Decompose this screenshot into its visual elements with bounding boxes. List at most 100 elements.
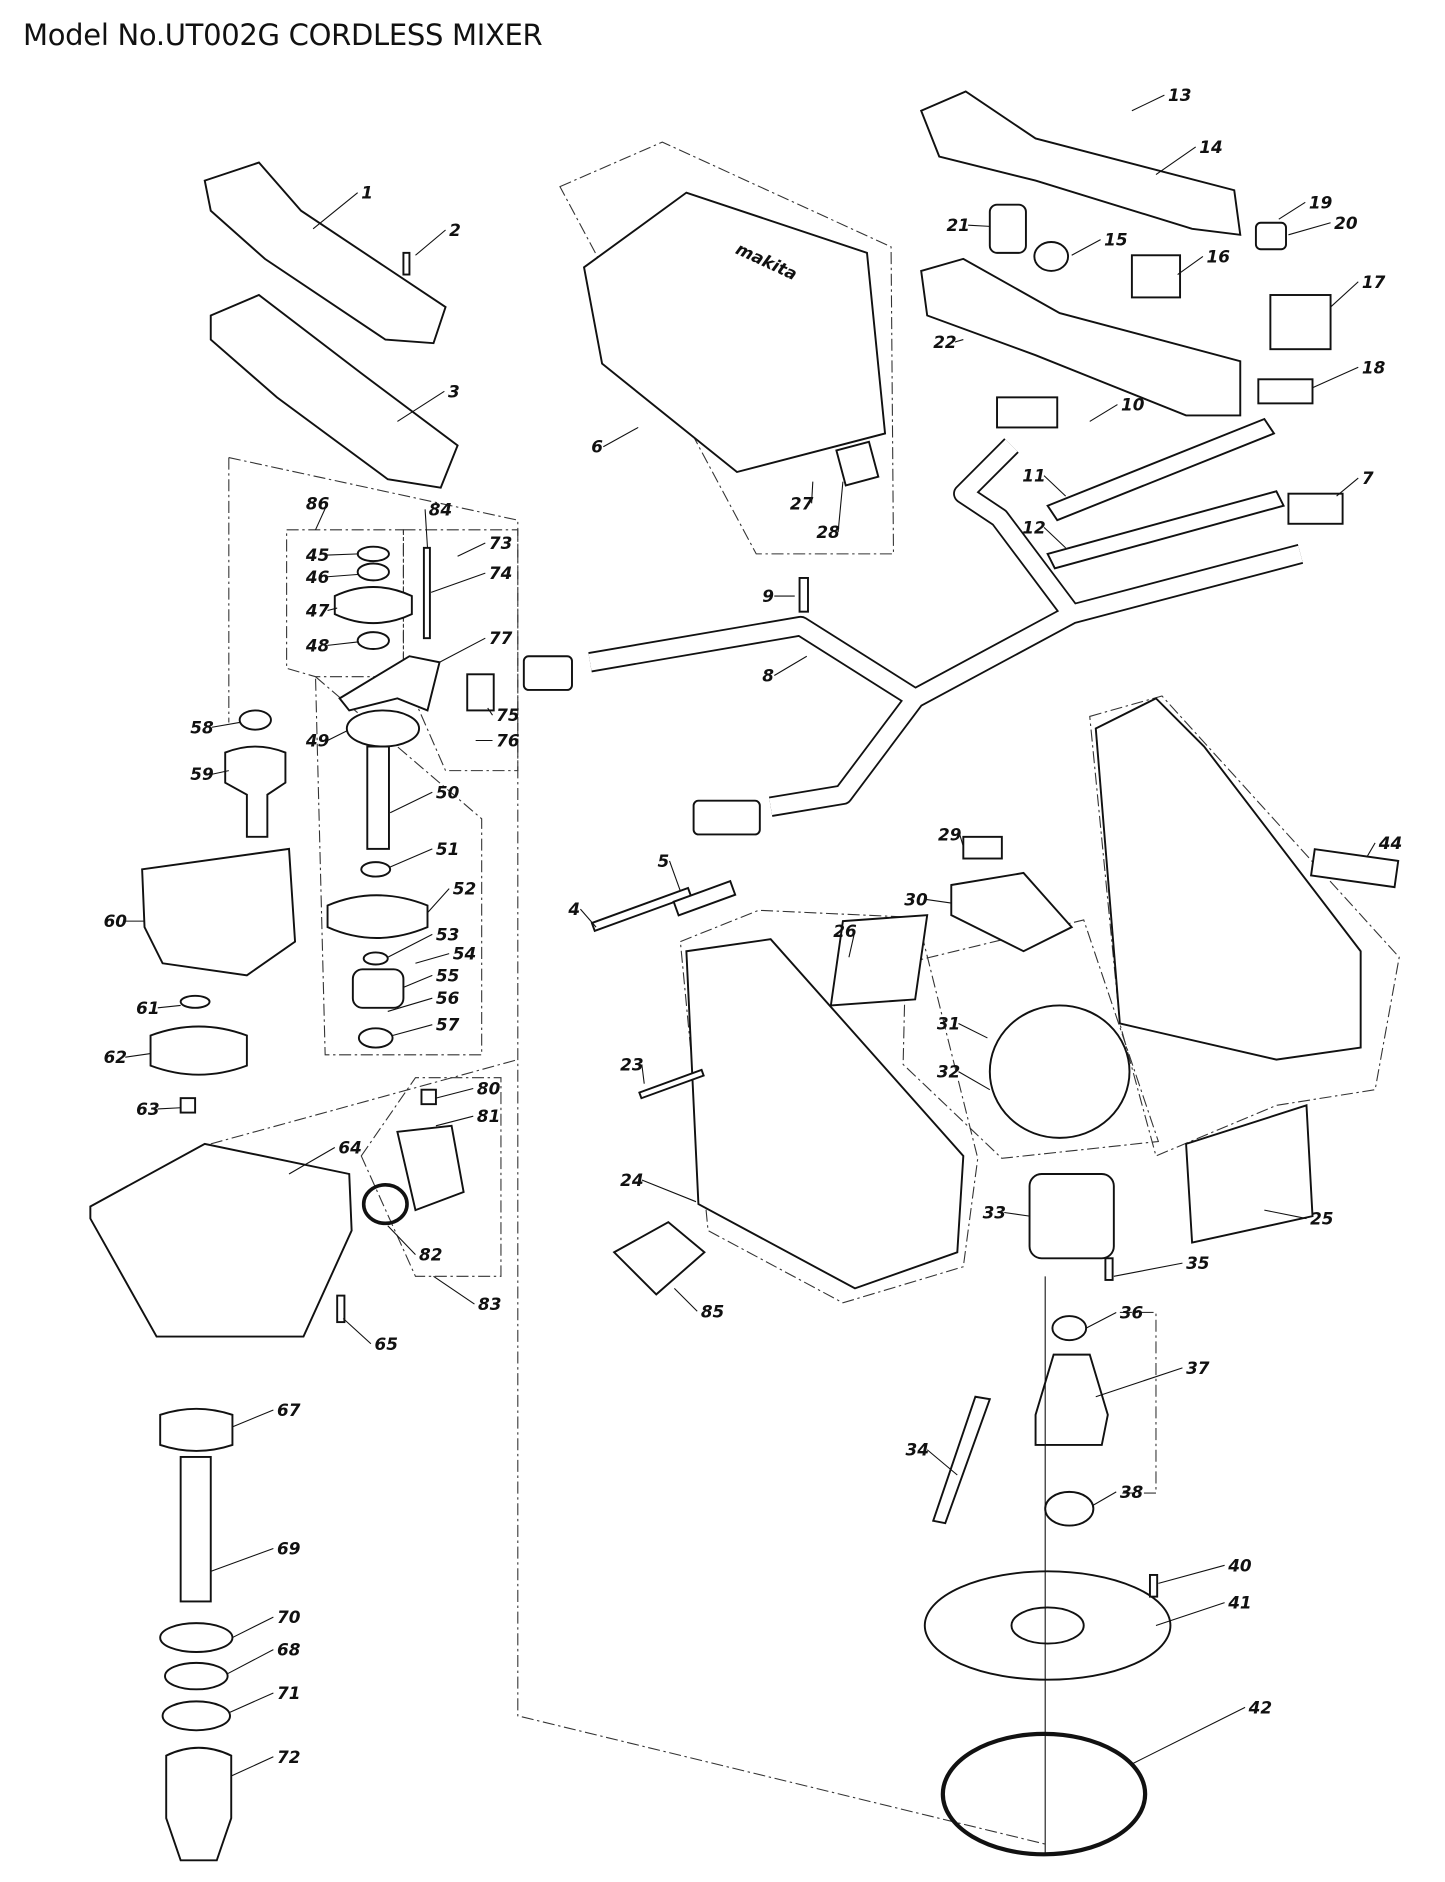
leader-line-2: [415, 229, 446, 256]
leader-line-34: [926, 1449, 958, 1476]
part-number-label-74: 74: [489, 563, 512, 583]
part-30-terminal: [950, 871, 1074, 953]
part-number-label-27: 27: [790, 493, 814, 513]
leader-line-48: [327, 641, 359, 646]
part-23-screw: [638, 1068, 705, 1100]
part-number-label-72: 72: [277, 1747, 300, 1767]
group-outline-6: [559, 141, 895, 555]
leader-line-73: [457, 542, 486, 557]
leader-line-25: [1264, 1209, 1307, 1220]
leader-line-56: [387, 997, 433, 1012]
leader-line-65: [342, 1318, 372, 1345]
part-number-label-11: 11: [1022, 466, 1045, 486]
part-65-screw: [336, 1294, 346, 1324]
leader-line-5: [669, 860, 681, 892]
leader-line-11: [1043, 475, 1067, 497]
part-83-assembly: [396, 1124, 465, 1212]
group-outline-49-57: [314, 675, 483, 1056]
part-number-label-50: 50: [436, 782, 460, 802]
part-22-handle-frame: [920, 257, 1242, 417]
leader-line-26: [848, 930, 856, 958]
part-number-label-21: 21: [946, 215, 969, 235]
part-38-bearing: [1044, 1490, 1095, 1527]
part-72-chuck: [165, 1746, 233, 1862]
part-80-cap: [420, 1088, 437, 1106]
part-number-label-17: 17: [1362, 272, 1386, 292]
part-47-gear: [333, 586, 413, 625]
part-75-bracket: [466, 673, 495, 712]
part-number-label-40: 40: [1227, 1555, 1252, 1575]
leader-line-82: [387, 1225, 416, 1256]
part-number-label-9: 9: [762, 586, 774, 606]
leader-line-23: [641, 1064, 645, 1084]
diagram-title: Model No.UT002G CORDLESS MIXER: [23, 18, 543, 52]
part-number-label-83: 83: [478, 1294, 501, 1314]
leader-line-61: [157, 1004, 181, 1009]
part-number-label-12: 12: [1022, 517, 1045, 537]
part-number-label-77: 77: [489, 628, 513, 648]
leader-line-75: [487, 707, 493, 716]
leader-line-64: [288, 1147, 336, 1175]
leader-line-1: [312, 192, 359, 230]
leader-line-77: [439, 637, 486, 663]
group-outline-44: [1089, 695, 1400, 1157]
parts: makita: [89, 90, 1400, 1862]
part-16-bracket: [1130, 254, 1182, 299]
leader-line-33: [1004, 1211, 1030, 1217]
leader-line-70: [232, 1616, 274, 1639]
part-35-screw: [1104, 1257, 1114, 1281]
part-8-frame: [588, 438, 1304, 817]
leader-line-72: [231, 1756, 274, 1777]
part-51-ring: [360, 861, 392, 878]
leader-line-3: [397, 390, 445, 422]
part-number-label-82: 82: [419, 1245, 442, 1265]
part-number-label-53: 53: [436, 924, 459, 944]
part-number-label-57: 57: [436, 1015, 460, 1035]
part-69-spindle: [179, 1455, 212, 1603]
part-6-battery-cover: [582, 191, 887, 474]
leader-line-58: [211, 721, 240, 728]
leader-line-32: [958, 1071, 991, 1091]
leader-line-13: [1131, 94, 1165, 112]
part-67-bearing: [159, 1407, 234, 1452]
part-number-label-31: 31: [937, 1014, 960, 1034]
part-64-gear-housing: [89, 1142, 353, 1338]
part-60-gear-case: [141, 847, 297, 977]
part-40-screw: [1148, 1573, 1159, 1598]
leader-line-29: [959, 834, 964, 847]
leader-line-31: [958, 1022, 988, 1039]
part-number-label-36: 36: [1120, 1302, 1144, 1322]
part-85-holder: [612, 1220, 706, 1296]
leader-line-59: [211, 770, 229, 775]
part-number-label-28: 28: [816, 522, 840, 542]
leader-line-86: [315, 503, 329, 531]
part-number-label-75: 75: [496, 705, 519, 725]
part-14-upper-handle: [919, 90, 1242, 236]
part-3-handle-base: [209, 293, 459, 489]
leader-line-15: [1071, 239, 1101, 256]
part-63-key: [179, 1097, 197, 1114]
part-number-label-51: 51: [436, 839, 459, 859]
part-55-clutch: [351, 968, 405, 1009]
part-number-label-71: 71: [277, 1683, 300, 1703]
group-outline-24: [679, 909, 979, 1304]
leader-line-57: [392, 1024, 433, 1037]
leader-line-85: [673, 1287, 698, 1312]
group-outline-36-38: [1119, 1311, 1157, 1494]
part-number-label-73: 73: [489, 533, 512, 553]
leader-line-21: [968, 224, 990, 227]
part-46-washer: [356, 562, 390, 582]
leader-line-71: [229, 1692, 274, 1713]
part-number-label-33: 33: [983, 1203, 1006, 1223]
part-number-label-67: 67: [277, 1400, 301, 1420]
part-57-bearing: [357, 1027, 394, 1049]
leader-line-49: [327, 730, 348, 742]
part-29-label: [962, 835, 1003, 860]
leader-line-10: [1089, 404, 1118, 422]
part-15-button: [1033, 241, 1070, 272]
part-number-label-58: 58: [190, 717, 214, 737]
part-number-label-61: 61: [136, 998, 159, 1018]
leader-line-67: [232, 1409, 274, 1428]
part-number-label-8: 8: [762, 666, 774, 686]
part-48-washer: [356, 631, 390, 650]
